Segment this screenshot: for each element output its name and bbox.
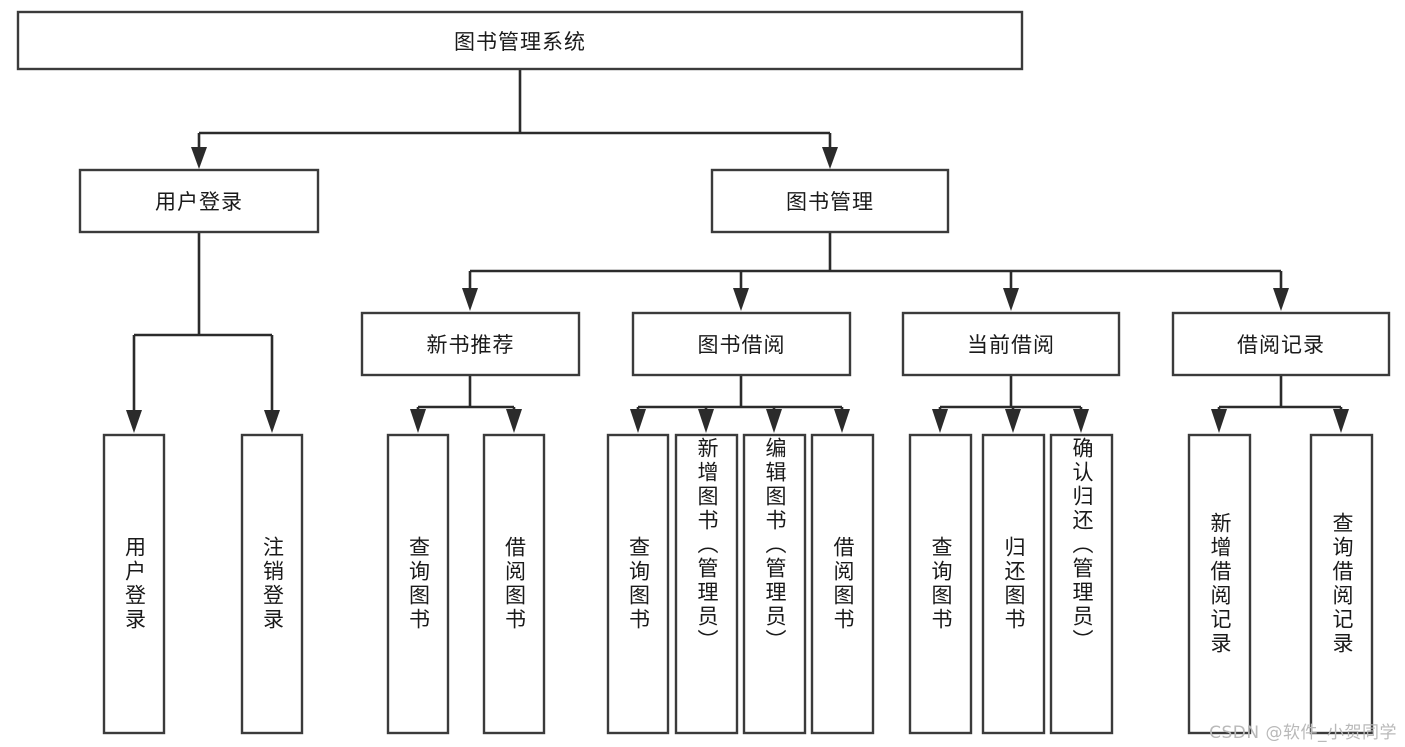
connector-group-root <box>191 69 838 169</box>
connector-group-records <box>1211 375 1349 433</box>
node-box-new-book-recommend[interactable] <box>360 311 581 377</box>
node-box-leaf-add-book[interactable] <box>674 433 739 735</box>
arrow-borrow-to-query-book <box>630 409 646 433</box>
arrow-borrow-to-add-book <box>698 409 714 433</box>
arrow-bookmgmt-to-current <box>1003 288 1019 311</box>
node-box-leaf-query-record[interactable] <box>1309 433 1374 735</box>
node-box-leaf-confirm-return[interactable] <box>1049 433 1114 735</box>
arrow-root-to-user-login <box>191 147 207 169</box>
arrow-bookmgmt-to-borrow <box>733 288 749 311</box>
node-box-root[interactable] <box>16 10 1024 71</box>
node-box-leaf-return-book[interactable] <box>981 433 1046 735</box>
node-box-borrow-records[interactable] <box>1171 311 1391 377</box>
arrow-records-to-query-record <box>1333 409 1349 433</box>
node-box-book-borrow[interactable] <box>631 311 852 377</box>
node-box-leaf-user-login[interactable] <box>102 433 166 735</box>
connector-group-user-login <box>126 232 280 433</box>
connector-group-current <box>932 375 1089 433</box>
connector-group-new-books <box>410 375 522 433</box>
arrow-bookmgmt-to-records <box>1273 288 1289 311</box>
node-box-leaf-edit-book[interactable] <box>742 433 807 735</box>
arrow-bookmgmt-to-new-books <box>462 288 478 311</box>
connector-group-borrow <box>630 375 850 433</box>
node-box-book-management[interactable] <box>710 168 950 234</box>
node-box-leaf-query-book-2[interactable] <box>606 433 670 735</box>
node-box-leaf-query-book-1[interactable] <box>386 433 450 735</box>
arrow-current-to-query-book <box>932 409 948 433</box>
node-box-current-borrow[interactable] <box>901 311 1121 377</box>
connector-group-book-mgmt <box>462 232 1289 311</box>
node-box-user-login[interactable] <box>78 168 320 234</box>
node-box-leaf-borrow-book-1[interactable] <box>482 433 546 735</box>
node-box-leaf-query-book-3[interactable] <box>908 433 973 735</box>
arrow-userlogin-to-leaf2 <box>264 410 280 433</box>
node-box-leaf-logout[interactable] <box>240 433 304 735</box>
node-box-leaf-add-record[interactable] <box>1187 433 1252 735</box>
arrow-borrow-to-borrow-book <box>834 409 850 433</box>
node-box-leaf-borrow-book-2[interactable] <box>810 433 875 735</box>
arrow-current-to-confirm-return <box>1073 409 1089 433</box>
arrow-current-to-return-book <box>1005 409 1021 433</box>
arrow-newbooks-to-borrow-book <box>506 409 522 433</box>
arrow-records-to-add-record <box>1211 409 1227 433</box>
arrow-root-to-book-mgmt <box>822 147 838 169</box>
arrow-userlogin-to-leaf1 <box>126 410 142 433</box>
arrow-newbooks-to-query-book <box>410 409 426 433</box>
arrow-borrow-to-edit-book <box>766 409 782 433</box>
